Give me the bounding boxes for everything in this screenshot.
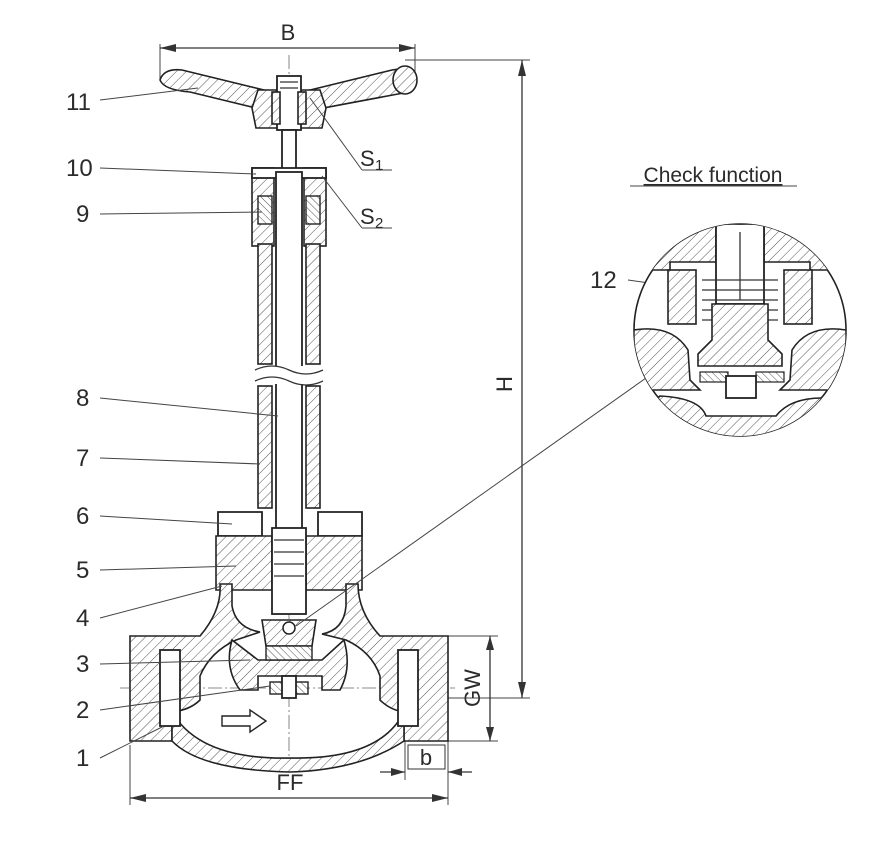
bonnet — [215, 511, 363, 615]
check-function-detail — [633, 223, 847, 437]
label-s2-sub: 2 — [375, 215, 383, 232]
part-label-6: 6 — [76, 503, 89, 530]
dimension-h: H — [405, 59, 530, 699]
dimension-b-small-label: b — [420, 745, 432, 770]
dimension-b-top: B — [159, 20, 416, 80]
dimension-h-label: H — [492, 376, 517, 392]
dimension-ff: FF — [129, 745, 449, 805]
part-label-9: 9 — [76, 201, 89, 228]
part-label-7: 7 — [76, 445, 89, 472]
label-s2: S 2 — [360, 204, 383, 232]
part-label-10: 10 — [66, 155, 93, 182]
dimension-gw-label: GW — [460, 669, 485, 707]
handwheel — [159, 65, 418, 131]
disc-assembly — [261, 619, 317, 699]
label-s1-sub: 1 — [375, 157, 383, 174]
dimension-ff-label: FF — [277, 770, 304, 795]
label-s1-main: S — [360, 146, 375, 171]
part-label-12: 12 — [590, 267, 617, 294]
leader-lines — [99, 87, 701, 759]
part-label-8: 8 — [76, 385, 89, 412]
part-label-4: 4 — [76, 605, 89, 632]
valve-body — [129, 583, 449, 773]
part-label-3: 3 — [76, 651, 89, 678]
dimension-b-label: B — [281, 20, 296, 45]
check-function-title: Check function — [644, 164, 783, 187]
label-s2-main: S — [360, 204, 375, 229]
part-label-1: 1 — [76, 745, 89, 772]
label-s1: S 1 — [360, 146, 383, 174]
dimension-gw: GW — [448, 635, 498, 742]
part-label-2: 2 — [76, 697, 89, 724]
part-label-11: 11 — [66, 89, 91, 116]
part-label-5: 5 — [76, 557, 89, 584]
bonnet-extension — [250, 129, 328, 543]
